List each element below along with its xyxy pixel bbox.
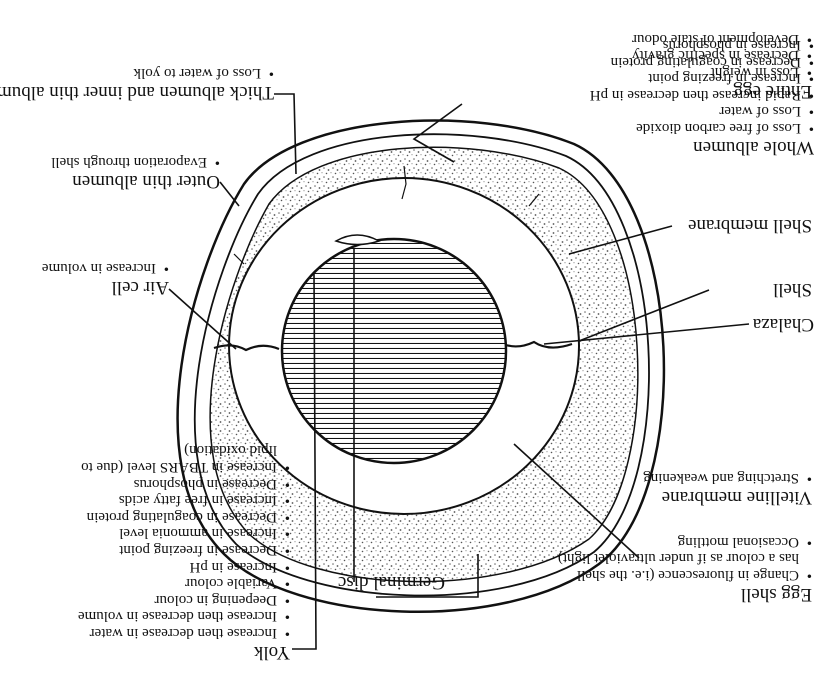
leader-outer-thin <box>220 182 239 206</box>
list-item: Deepening in colour <box>78 591 290 608</box>
list-item: Decrease in coagulating protein <box>590 53 814 70</box>
yolk-block: Yolk Increase then decrease in water Inc… <box>78 442 290 663</box>
list-item: Increase in free fatty acids <box>78 492 290 509</box>
vitelline-block: Vitelline membrane Stretching and weaken… <box>643 469 812 508</box>
air-cell-title: Air cell <box>42 276 169 298</box>
vitelline-title: Vitelline membrane <box>643 486 812 508</box>
whole-albumen-title: Whole albumen <box>590 136 814 158</box>
list-item: Increase in freezing point <box>590 70 814 87</box>
egg-shell-block: Egg shell Change in fluorescence (i.e. t… <box>558 533 812 605</box>
list-item: Loss of water to yolk <box>0 64 274 81</box>
germinal-disc-title: Germinal disc <box>338 571 445 593</box>
list-item: Decrease in phosphorus <box>78 475 290 492</box>
thick-albumen-title: Thick albumen and inner thin albumen <box>0 81 274 103</box>
list-item: Loss of water <box>590 103 814 120</box>
list-item: Change in fluorescence (i.e. the shellha… <box>558 550 812 583</box>
list-item: Rapid increase then decrease in pH <box>590 86 814 103</box>
list-item: Decrease in coagulating protein <box>78 508 290 525</box>
shell-title: Shell <box>773 278 812 300</box>
air-cell-block: Air cell Increase in volume <box>42 259 169 298</box>
list-item: Increase in phosphorus <box>590 36 814 53</box>
thick-albumen-block: Thick albumen and inner thin albumen Los… <box>0 64 274 103</box>
outer-thin-block: Outer thin albumen Evaporation through s… <box>51 153 220 192</box>
list-item: Variable colour <box>78 575 290 592</box>
outer-thin-title: Outer thin albumen <box>51 170 220 192</box>
chalaza-title: Chalaza <box>753 313 814 335</box>
list-item: Decrease in freezing point <box>78 541 290 558</box>
list-item: Increase then decrease in volume <box>78 608 290 625</box>
list-item: Loss of free carbon dioxide <box>590 119 814 136</box>
list-item: Occasional mottling <box>558 533 812 550</box>
list-item: Increase in ammonia level <box>78 525 290 542</box>
list-item: Increase in pH <box>78 558 290 575</box>
list-item: Increase then decrease in water <box>78 624 290 641</box>
list-item: Evaporation through shell <box>51 153 220 170</box>
shell-membrane-title: Shell membrane <box>688 214 812 236</box>
whole-albumen-block: Whole albumen Loss of free carbon dioxid… <box>590 36 814 158</box>
list-item: Increase in volume <box>42 259 169 276</box>
list-item: Stretching and weakening <box>643 469 812 486</box>
egg-shell-title: Egg shell <box>558 583 812 605</box>
yolk-title: Yolk <box>78 641 290 663</box>
